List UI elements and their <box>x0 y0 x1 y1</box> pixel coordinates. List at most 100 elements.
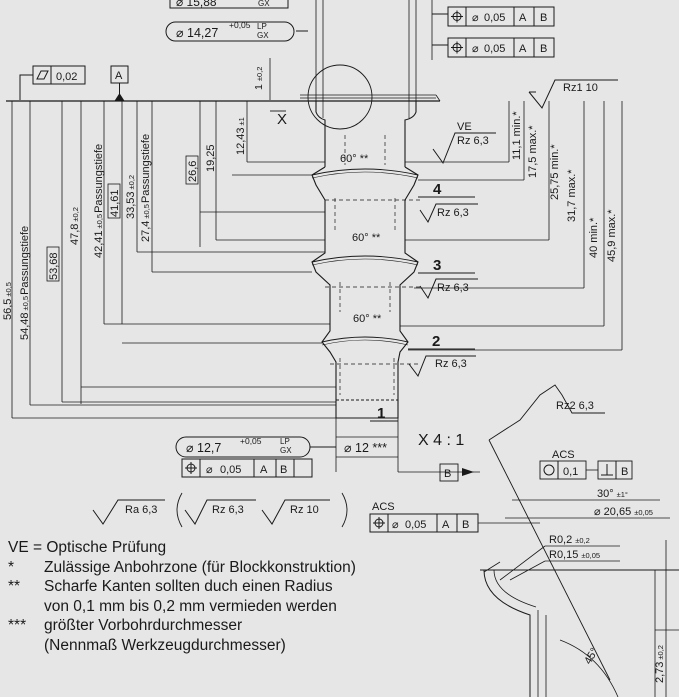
d1588-sym: GX <box>258 0 270 8</box>
hidden-lines <box>325 135 420 395</box>
svg-text:B: B <box>462 519 469 531</box>
legend-row-3: von 0,1 mm bis 0,2 mm vermieden werden <box>44 597 337 615</box>
fcf1-d1: A <box>519 12 527 24</box>
dim-40: 40 min.* <box>588 217 600 258</box>
svg-text:2,73±0,2: 2,73±0,2 <box>654 645 666 683</box>
svg-text:B: B <box>280 464 287 476</box>
datum-a-label: A <box>115 70 123 82</box>
step-2: 2 <box>432 333 440 350</box>
svg-text:Rz 10: Rz 10 <box>290 504 319 516</box>
angle-60-3: 60° ** <box>353 313 382 325</box>
svg-text:R0,2±0,2: R0,2±0,2 <box>549 534 590 546</box>
roughness-row: Ra 6,3 Rz 6,3 Rz 10 <box>92 492 348 528</box>
rz-symbol-a: Rz 6,3 <box>419 203 478 224</box>
dim1-text: 1±0,2 <box>253 67 265 90</box>
step-3: 3 <box>433 257 441 274</box>
svg-text:0,05: 0,05 <box>405 519 426 531</box>
dim-4161: 41,61 <box>109 189 121 217</box>
fcf1-diam: ⌀ <box>472 12 479 24</box>
svg-text:0,1: 0,1 <box>563 466 578 478</box>
dim-111: 11,1 min.* <box>511 111 523 160</box>
dim-478: 47,8±0,2 <box>69 207 81 245</box>
rz-symbol-b: Rz 6,3 <box>419 278 478 300</box>
svg-text:Rz 6,3: Rz 6,3 <box>435 358 467 370</box>
fcf-top-1: ⌀ 0,05 A B <box>432 6 555 27</box>
svg-text:LP: LP <box>280 437 290 446</box>
fcf-top-2: ⌀ 0,05 A B <box>432 37 555 58</box>
legend: VE = Optische Prüfung *Zulässige Anbohrz… <box>8 538 448 655</box>
d1588-text: ⌀ 15,88 <box>176 0 217 9</box>
svg-text:ACS: ACS <box>552 449 575 461</box>
fcf1-d2: B <box>540 12 547 24</box>
svg-text:Ra 6,3: Ra 6,3 <box>125 504 157 516</box>
dim-459: 45,9 max.* <box>606 209 618 262</box>
svg-text:Rz 6,3: Rz 6,3 <box>212 504 244 516</box>
dim-266: 26,6 <box>187 161 199 182</box>
angle-60-2: 60° ** <box>352 232 381 244</box>
legend-row-2: **Scharfe Kanten sollten duch einen Radi… <box>8 578 333 595</box>
part-body <box>311 101 419 419</box>
datum-a: A <box>110 65 129 102</box>
fcf2-tol: 0,05 <box>484 43 505 55</box>
rz1-text: Rz1 10 <box>563 82 598 94</box>
left-dimension-lines <box>11 101 336 419</box>
svg-text:⌀: ⌀ <box>392 519 399 531</box>
dim-5368: 53,68 <box>48 252 60 280</box>
fcf2-d1: A <box>519 43 527 55</box>
legend-row-4: ***größter Vorbohrdurchmesser <box>8 617 243 634</box>
svg-text:+0,05: +0,05 <box>240 436 262 446</box>
svg-text:Rz 6,3: Rz 6,3 <box>437 207 469 219</box>
datum-b-label: B <box>444 468 451 480</box>
d1427-tol: +0,05 <box>229 20 251 30</box>
svg-text:30°±1°: 30°±1° <box>597 488 628 500</box>
dim-5448: 54,48±0,5Passungstiefe <box>19 226 31 340</box>
svg-text:45°: 45° <box>582 646 601 666</box>
top-diameter-callout-2: ⌀ 14,27 +0,05 LP GX <box>165 20 308 42</box>
dim-4241: 42,41±0,5Passungstiefe <box>93 144 105 258</box>
step-4: 4 <box>433 181 442 198</box>
dim-1243: 12,43±1 <box>235 117 247 155</box>
svg-text:R0,15±0,05: R0,15±0,05 <box>549 549 600 561</box>
step-1: 1 <box>377 405 385 422</box>
x-label: X <box>277 111 287 128</box>
ve-rz: Rz 6,3 <box>457 135 489 147</box>
d12-label: ⌀ 12 *** <box>344 441 387 455</box>
svg-text:0,05: 0,05 <box>220 464 241 476</box>
legend-row-5: (Nennmaß Werkzeugdurchmesser) <box>44 636 286 654</box>
svg-text:⌀ 20,65±0,05: ⌀ 20,65±0,05 <box>594 506 653 518</box>
scale-label: X 4 : 1 <box>418 432 464 449</box>
dim-3353: 33,53±0,2 <box>125 175 137 219</box>
detail-view: Rz2 6,3 ACS 0,1 B 30°±1° ⌀ 20,65±0,05 R0… <box>480 384 679 697</box>
d127-callout: ⌀ 12,7 +0,05 LP GX <box>175 436 336 458</box>
fcf1-tol: 0,05 <box>484 12 505 24</box>
d1427-text: ⌀ 14,27 <box>176 26 218 40</box>
svg-text:GX: GX <box>280 446 292 455</box>
d1427-gx: GX <box>257 31 269 40</box>
rz2-text: Rz2 6,3 <box>556 400 594 412</box>
angle-60-1: 60° ** <box>340 153 369 165</box>
right-dimension-lines <box>400 101 623 351</box>
dim-565: 56,5±0,5 <box>2 282 14 320</box>
flatness-tol: 0,02 <box>56 71 77 83</box>
top-diameter-callout-1: ⌀ 15,88 GX <box>169 0 289 9</box>
svg-text:A: A <box>260 464 268 476</box>
rz1-surface-symbol: Rz1 10 <box>528 79 618 109</box>
flatness-frame: 0,02 <box>19 65 86 100</box>
fcf2-d2: B <box>540 43 547 55</box>
dim-1925: 19,25 <box>205 144 217 172</box>
acs-fcf-bottom: ACS ⌀ 0,05 A B <box>369 501 540 533</box>
rz-symbol-c: Rz 6,3 <box>408 355 476 378</box>
svg-text:A: A <box>442 519 450 531</box>
svg-text:B: B <box>621 466 628 478</box>
svg-text:⌀ 12,7: ⌀ 12,7 <box>186 441 221 455</box>
ve-rz-symbol: VE Rz 6,3 <box>432 121 496 165</box>
legend-row-ve: VE = Optische Prüfung <box>8 539 167 556</box>
svg-text:ACS: ACS <box>372 501 395 513</box>
dim-2575: 25,75 min.* <box>549 144 561 200</box>
dim-175: 17,5 max.* <box>527 125 539 178</box>
ve-label: VE <box>457 121 472 133</box>
svg-text:⌀: ⌀ <box>206 464 213 476</box>
dim-317: 31,7 max.* <box>566 169 578 222</box>
